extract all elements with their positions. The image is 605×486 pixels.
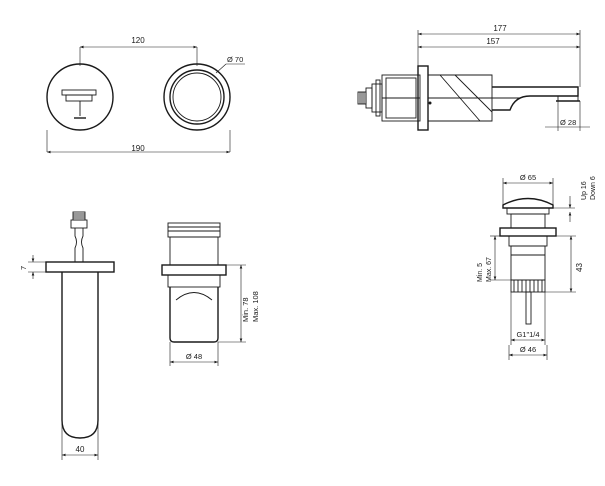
dim-dia65-label: Ø 65 bbox=[520, 173, 536, 182]
dim-7-label: 7 bbox=[19, 266, 28, 270]
dim-down6-label: Down 6 bbox=[590, 176, 597, 200]
thread-marks bbox=[513, 280, 543, 292]
spout-rosette bbox=[163, 63, 231, 131]
dim-thread-label: G1"1/4 bbox=[516, 330, 539, 339]
spout-profile-view: 7 40 bbox=[19, 211, 115, 460]
dim-177-label: 177 bbox=[493, 24, 507, 33]
dim-max108-label: Max. 108 bbox=[251, 291, 260, 322]
front-view: 120 190 Ø 70 bbox=[46, 36, 245, 154]
dim-dia46-label: Ø 46 bbox=[520, 345, 536, 354]
dim-190-label: 190 bbox=[131, 144, 145, 153]
dim-max67-label: Max. 67 bbox=[486, 257, 493, 282]
handle-rosette bbox=[46, 63, 114, 131]
dim-43-label: 43 bbox=[575, 263, 584, 272]
dim-120-label: 120 bbox=[131, 36, 145, 45]
handle-body-view: Min. 78 Max. 108 Ø 48 bbox=[161, 222, 260, 366]
dim-dia48-label: Ø 48 bbox=[186, 352, 202, 361]
dim-min78-label: Min. 78 bbox=[241, 297, 250, 322]
waste-view: Ø 65 Up 16 Down 6 Min. 5 Max. 67 43 G1"1… bbox=[477, 173, 597, 360]
dim-dia28-label: Ø 28 bbox=[560, 118, 576, 127]
side-view: 177 157 Ø 28 bbox=[357, 24, 590, 131]
dim-157-label: 157 bbox=[486, 37, 500, 46]
dim-min5-label: Min. 5 bbox=[477, 263, 484, 282]
dim-dia70-label: Ø 70 bbox=[227, 55, 243, 64]
dim-up16-label: Up 16 bbox=[581, 181, 588, 200]
dim-40-label: 40 bbox=[76, 445, 85, 454]
